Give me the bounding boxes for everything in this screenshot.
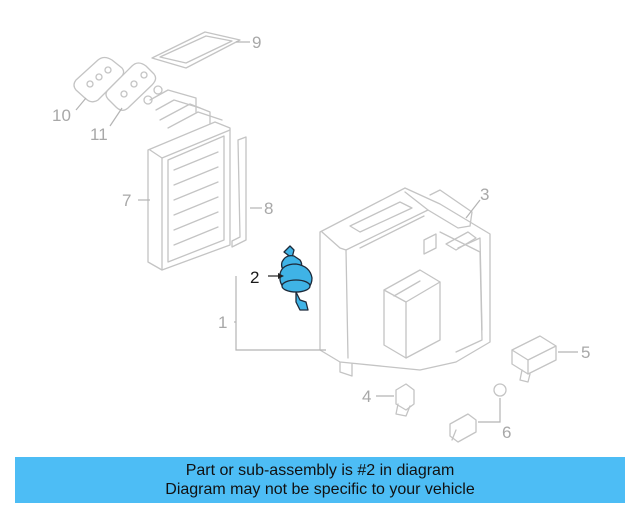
callout-7: 7: [122, 191, 131, 210]
part-2-actuator: [279, 245, 313, 311]
part-7-heater-core: [147, 121, 231, 271]
part-4-clip: [395, 383, 415, 417]
part-11-gasket: [105, 62, 157, 111]
callout-4: 4: [362, 387, 371, 406]
callout-6: 6: [502, 423, 511, 442]
leader-1: [235, 276, 326, 351]
leader-6: [478, 398, 501, 423]
arrow-2: [278, 273, 284, 279]
leader-3: [465, 199, 481, 219]
callout-9: 9: [252, 33, 261, 52]
callout-10: 10: [52, 106, 71, 125]
leader-11: [109, 107, 123, 127]
part-5-sensor: [511, 335, 557, 383]
banner-line-disclaimer: Diagram may not be specific to your vehi…: [165, 481, 475, 498]
callout-8: 8: [264, 199, 273, 218]
part-8-seal: [231, 136, 247, 248]
banner-line-part: Part or sub-assembly is #2 in diagram: [185, 462, 455, 479]
callout-2: 2: [250, 268, 259, 287]
parts-diagram: 9 10 11 7 8: [52, 31, 590, 443]
part-9-seal: [151, 31, 241, 69]
callout-1: 1: [218, 313, 227, 332]
callout-5: 5: [581, 343, 590, 362]
part-6-connector: [449, 383, 507, 443]
callout-11: 11: [90, 125, 108, 144]
part-1-heater-housing: [319, 187, 491, 377]
info-banner: Part or sub-assembly is #2 in diagram Di…: [15, 457, 625, 503]
callout-3: 3: [480, 185, 489, 204]
heater-core-pipes: [143, 85, 223, 131]
leader-10: [75, 97, 87, 111]
